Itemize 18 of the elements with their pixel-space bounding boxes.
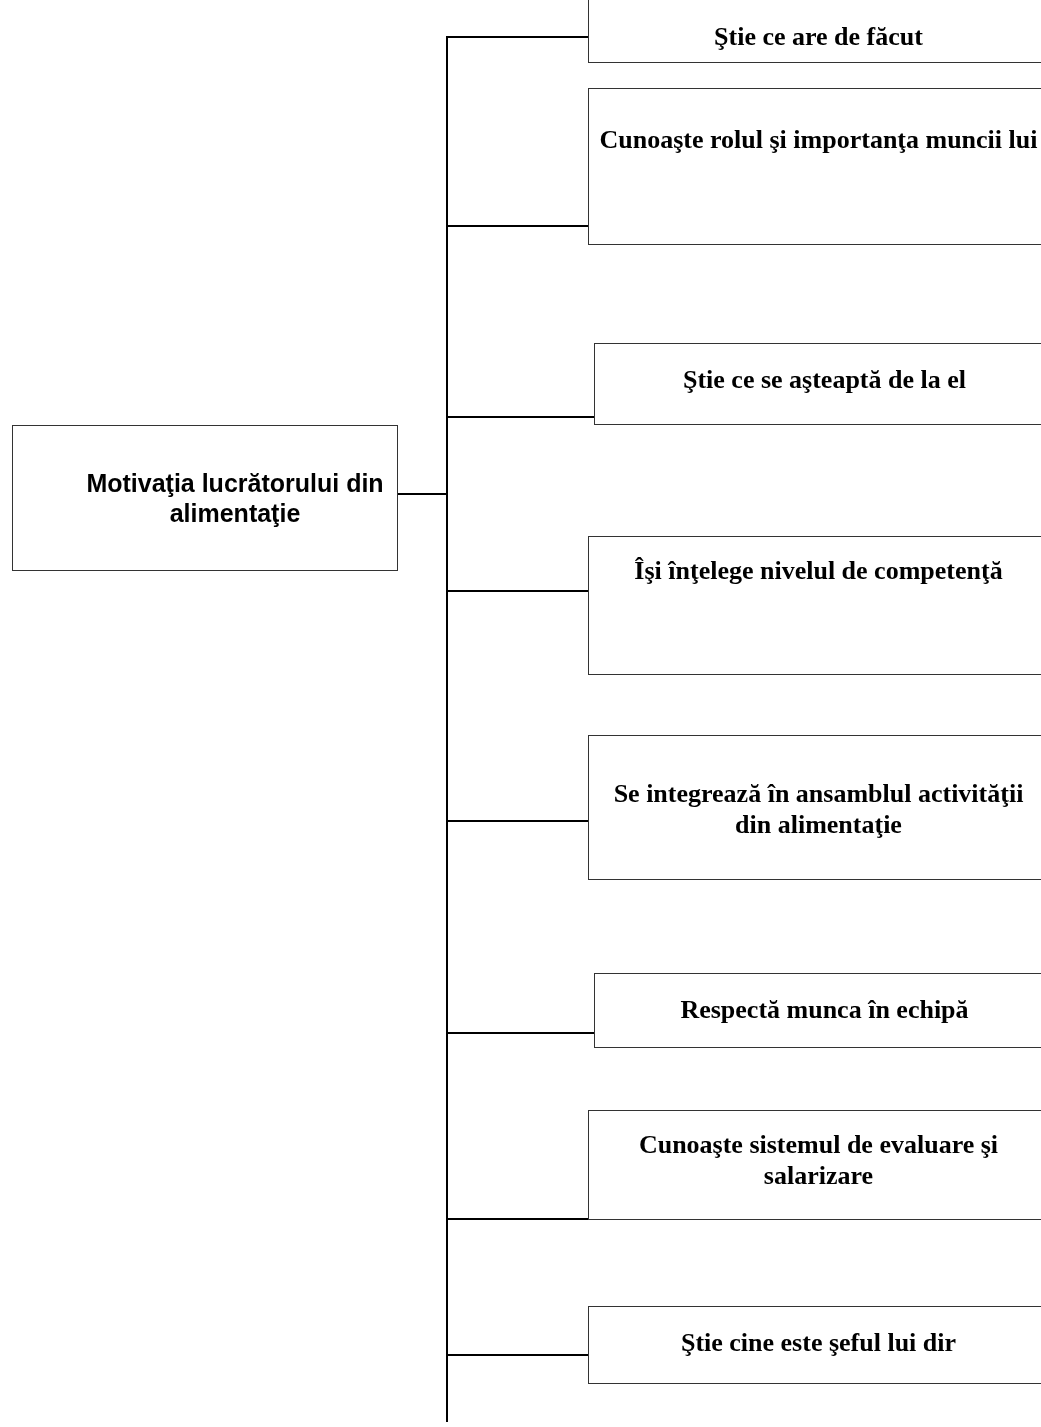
heading-text: Motivaţia lucrătorului din alimentaţie <box>85 468 385 528</box>
text-box <box>588 0 1041 63</box>
text-box <box>588 88 1041 245</box>
text-box <box>588 735 1041 880</box>
text-box <box>594 973 1041 1048</box>
item-text: Îşi înţelege nivelul de competenţă <box>633 555 1004 587</box>
item-text: Respectă munca în echipă <box>679 994 970 1026</box>
text-box <box>588 536 1041 675</box>
item-text: Se integrează în ansamblul activităţii din alimentaţie <box>612 778 1025 841</box>
text-box <box>588 1110 1041 1220</box>
text-box <box>594 343 1041 425</box>
item-text: Cunoaşte rolul şi importanţa muncii lui <box>598 124 1039 156</box>
item-text: Ştie cine este şeful lui dir <box>679 1327 958 1359</box>
item-text: Ştie ce se aşteaptă de la el <box>681 364 967 396</box>
item-text: Cunoaşte sistemul de evaluare şi salarizare <box>637 1129 1000 1192</box>
text-box <box>12 425 398 571</box>
item-text: Ştie ce are de făcut <box>713 21 924 53</box>
text-box <box>588 1306 1041 1384</box>
